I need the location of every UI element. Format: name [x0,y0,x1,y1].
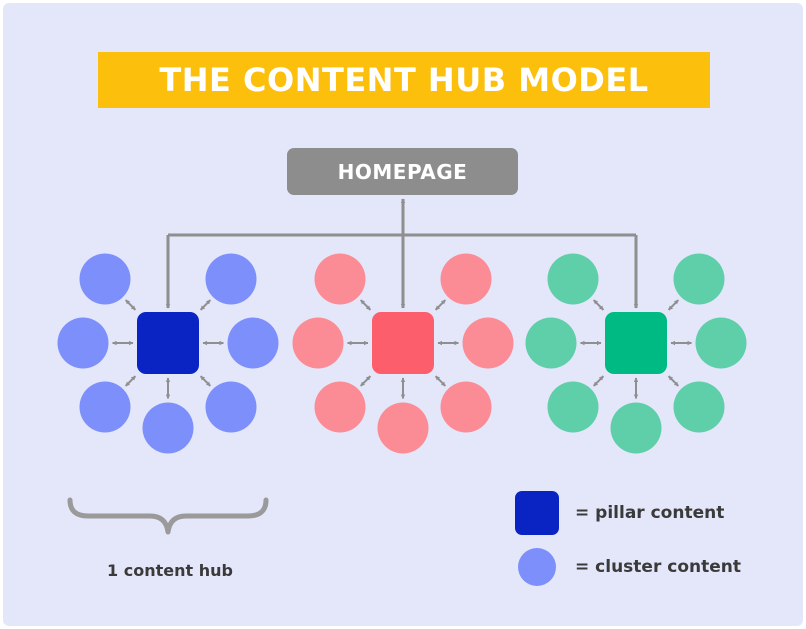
cluster-link-arrow [359,375,372,387]
cluster-content-circle [673,253,725,305]
cluster-content-circle [440,381,492,433]
title-banner: THE CONTENT HUB MODEL [98,52,710,108]
legend-pillar-swatch [515,491,559,535]
cluster-content-circle [462,317,514,369]
cluster-content-circle [314,253,366,305]
cluster-content-circle [227,317,279,369]
cluster-content-circle [695,317,747,369]
cluster-content-circle [314,381,366,433]
legend-shapes [515,491,559,586]
page-title: THE CONTENT HUB MODEL [159,61,649,99]
legend-cluster-label: = cluster content [575,557,741,577]
legend-pillar-label: = pillar content [575,503,725,523]
cluster-content-circle [205,253,257,305]
pillar-content-square [605,312,667,374]
cluster-content-circle [673,381,725,433]
pillar-content-square [372,312,434,374]
cluster-content-circle [79,253,131,305]
homepage-label: HOMEPAGE [337,159,468,184]
homepage-connectors [168,198,636,237]
hubs-layer [57,235,747,454]
cluster-link-arrow [199,299,212,311]
cluster-link-arrow [592,375,605,387]
cluster-content-circle [525,317,577,369]
homepage-box: HOMEPAGE [287,148,518,195]
cluster-link-arrow [667,299,680,311]
content-hub-3 [525,235,747,454]
cluster-content-circle [79,381,131,433]
cluster-content-circle [142,402,194,454]
hub-caption: 1 content hub [107,561,233,580]
pillar-content-square [137,312,199,374]
cluster-content-circle [377,402,429,454]
content-hub-2 [292,235,514,454]
cluster-content-circle [57,317,109,369]
cluster-link-arrow [592,299,605,311]
cluster-link-arrow [124,375,137,387]
cluster-content-circle [610,402,662,454]
cluster-link-arrow [667,375,680,387]
cluster-link-arrow [199,375,212,387]
cluster-content-circle [292,317,344,369]
cluster-link-arrow [434,375,447,387]
cluster-link-arrow [124,299,137,311]
cluster-link-arrow [359,299,372,311]
hub-brace [67,497,269,535]
content-hub-1 [57,235,279,454]
cluster-link-arrow [434,299,447,311]
legend-cluster-swatch [518,548,556,586]
cluster-content-circle [547,381,599,433]
cluster-content-circle [440,253,492,305]
cluster-content-circle [205,381,257,433]
cluster-content-circle [547,253,599,305]
